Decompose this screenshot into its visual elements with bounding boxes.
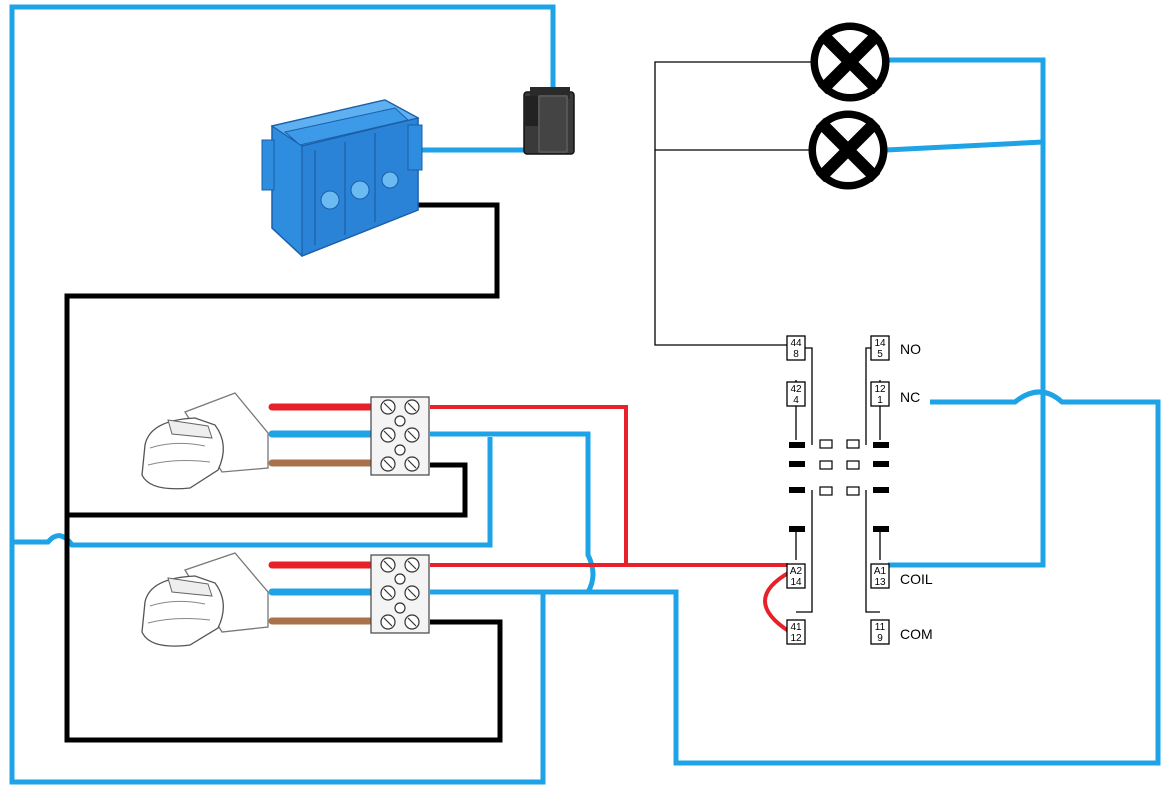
pin-bottom: 12	[790, 633, 802, 644]
label-nc: NC	[900, 389, 920, 405]
pin-bottom: 5	[877, 349, 883, 360]
relay-pin-14: 14 5	[870, 335, 890, 361]
red-wire-sensor1	[430, 405, 788, 567]
relay-pin-12: 12 1	[870, 381, 890, 407]
lamp-1	[810, 22, 890, 102]
relay-socket	[789, 347, 889, 613]
terminal-block-icon-2	[370, 554, 430, 634]
pin-bottom: 8	[793, 349, 799, 360]
lamp-2	[808, 110, 888, 190]
pin-top: 44	[790, 338, 802, 349]
flush-box-icon	[261, 99, 423, 257]
label-no: NO	[900, 341, 921, 357]
pin-top: 42	[790, 384, 802, 395]
relay-pin-44: 44 8	[786, 335, 806, 361]
pin-top: A1	[874, 566, 887, 577]
relay-pin-A2: A2 14	[786, 563, 806, 589]
relay-pin-42: 42 4	[786, 381, 806, 407]
pin-bottom: 1	[877, 395, 883, 406]
black-wires	[64, 61, 813, 743]
black-wire-lower-loop	[64, 515, 503, 743]
relay-pin-11: 11 9	[870, 619, 890, 645]
pin-top: 41	[790, 622, 802, 633]
motion-sensor-1	[141, 392, 374, 490]
blue-wire-lamps	[888, 57, 1046, 568]
motion-sensor-2	[141, 552, 374, 647]
pin-top: A2	[790, 566, 803, 577]
wall-switch-icon	[523, 87, 575, 155]
label-com: COM	[900, 626, 933, 642]
thin-wire-lamps	[654, 61, 813, 346]
relay-pin-41: 41 12	[786, 619, 806, 645]
blue-wire-sensor2	[430, 389, 1161, 766]
blue-wire-outer-loop	[9, 4, 556, 548]
pin-top: 12	[874, 384, 886, 395]
pin-top: 11	[875, 622, 886, 633]
pin-bottom: 9	[877, 633, 883, 644]
relay-pin-A1: A1 13	[870, 563, 890, 589]
blue-wire-lamp2	[885, 139, 1044, 153]
blue-wires	[9, 4, 1161, 785]
black-wire-box-loop	[64, 202, 500, 518]
red-wire-jumper	[763, 570, 792, 634]
blue-wire-outer-bottom	[9, 542, 546, 785]
label-coil: COIL	[900, 571, 933, 587]
pin-bottom: 4	[793, 395, 799, 406]
terminal-block-icon-1	[370, 396, 430, 476]
pin-bottom: 14	[790, 577, 802, 588]
pin-bottom: 13	[874, 577, 886, 588]
red-wires	[430, 405, 792, 634]
pin-top: 14	[874, 338, 886, 349]
blue-wire-sensor1	[430, 431, 596, 594]
